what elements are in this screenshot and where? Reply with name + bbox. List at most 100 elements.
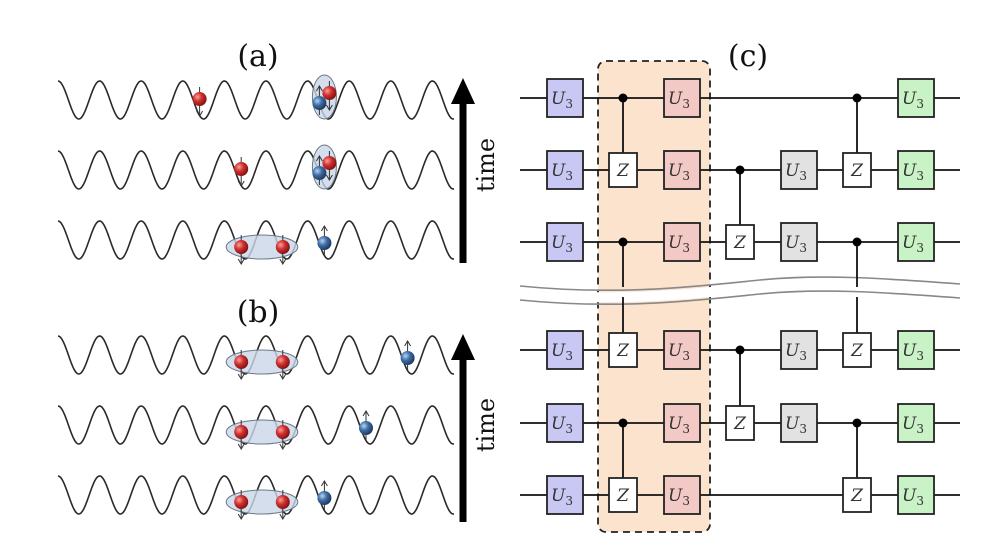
cz-gate-col1: Z — [608, 237, 638, 368]
particle-sphere — [234, 495, 249, 509]
cz-control-dot — [735, 345, 745, 355]
u3-gate-col2-q0: U3 — [663, 78, 701, 118]
u3-gate-subscript: 3 — [916, 422, 924, 436]
u3-gate-col4-q4: U3 — [780, 403, 818, 443]
particle-sphere — [275, 240, 290, 254]
u3-gate-col4-q2: U3 — [780, 222, 818, 262]
z-gate-label: Z — [850, 486, 864, 506]
u3-gate-subscript: 3 — [799, 349, 807, 363]
red-particle-up — [275, 235, 290, 265]
blue-particle-down — [359, 410, 373, 440]
u3-gate-box — [663, 78, 701, 118]
lattice-row-bottom — [57, 220, 455, 265]
red-particle-up — [234, 350, 249, 380]
spin-arrowhead-icon — [325, 104, 333, 111]
particle-sphere — [312, 96, 327, 110]
cz-control-dot — [618, 237, 628, 247]
panel-label-c: (c) — [728, 39, 768, 74]
spin-arrowhead-icon — [237, 443, 245, 450]
cz-gate-col1: Z — [608, 418, 638, 513]
u3-gate-box — [663, 403, 701, 443]
time-label-a: time — [472, 138, 500, 192]
wire-break-line — [519, 276, 961, 292]
lattice-row-middle — [57, 144, 455, 190]
particle-sphere — [275, 355, 290, 369]
z-gate-box — [842, 332, 872, 368]
spin-arrowhead-icon — [279, 258, 287, 265]
u3-gate-col2-q4: U3 — [663, 403, 701, 443]
u3-gate-subscript: 3 — [565, 349, 573, 363]
u3-gate-col6-q5: U3 — [897, 475, 935, 515]
u3-gate-box — [780, 150, 818, 190]
z-gate-label: Z — [616, 486, 630, 506]
spin-arrowhead-icon — [196, 110, 204, 117]
u3-gate-col6-q4: U3 — [897, 403, 935, 443]
u3-gate-subscript: 3 — [565, 169, 573, 183]
time-arrow-b — [451, 334, 475, 522]
u3-gate-subscript: 3 — [565, 97, 573, 111]
quantum-circuit: ZZZZZZZZU3U3U3U3U3U3U3U3U3U3U3U3U3U3U3U3… — [519, 60, 961, 533]
z-gate-label: Z — [733, 414, 747, 434]
u3-gate-box — [897, 403, 935, 443]
time-label-b: time — [472, 398, 500, 452]
z-gate-label: Z — [616, 341, 630, 361]
cz-gate-col3: Z — [725, 345, 755, 441]
red-particle-up — [322, 81, 337, 111]
blue-particle-down — [317, 480, 332, 510]
u3-gate-col4-q1: U3 — [780, 150, 818, 190]
lattice-row-top — [57, 74, 455, 120]
z-gate-label: Z — [616, 161, 630, 181]
u3-gate-box — [546, 330, 584, 370]
u3-gate-subscript: 3 — [565, 494, 573, 508]
u3-gate-col0-q5: U3 — [546, 475, 584, 515]
spin-arrowhead-icon — [279, 443, 287, 450]
particle-sphere — [322, 156, 337, 170]
spin-arrowhead-icon — [315, 85, 323, 92]
wire-break-gap — [520, 279, 960, 303]
optical-lattice-potential — [57, 150, 455, 190]
spin-arrowhead-icon — [315, 155, 323, 162]
red-particle-up — [234, 420, 249, 450]
u3-gate-subscript: 3 — [916, 97, 924, 111]
z-gate-box — [842, 152, 872, 188]
z-gate-box — [608, 152, 638, 188]
cz-control-dot — [852, 93, 862, 103]
spin-arrowhead-icon — [237, 513, 245, 520]
z-gate-box — [842, 477, 872, 513]
u3-gate-box — [897, 150, 935, 190]
u3-gate-box — [780, 330, 818, 370]
spin-arrowhead-icon — [404, 340, 412, 347]
u3-gate-subscript: 3 — [916, 241, 924, 255]
lattice-row-bottom — [57, 475, 455, 520]
particle-sphere — [275, 495, 290, 509]
cz-control-dot — [618, 418, 628, 428]
cz-gate-col5: Z — [842, 93, 872, 188]
red-particle-up — [234, 235, 249, 265]
z-gate-box — [725, 405, 755, 441]
u3-gate-subscript: 3 — [799, 241, 807, 255]
u3-gate-col0-q3: U3 — [546, 330, 584, 370]
z-gate-box — [608, 332, 638, 368]
particle-sphere — [317, 491, 332, 505]
u3-gate-col0-q2: U3 — [546, 222, 584, 262]
cz-gate-col1: Z — [608, 93, 638, 188]
particle-sphere — [192, 92, 207, 106]
u3-gate-box — [546, 150, 584, 190]
spin-arrowhead-icon — [362, 410, 370, 417]
u3-gate-col2-q3: U3 — [663, 330, 701, 370]
u3-gate-box — [897, 78, 935, 118]
spin-arrowhead-icon — [237, 180, 245, 187]
red-particle-up — [322, 151, 337, 181]
blue-particle-down — [317, 225, 332, 255]
u3-gate-subscript: 3 — [682, 97, 690, 111]
cz-gate-col5: Z — [842, 237, 872, 368]
cz-gate-col5: Z — [842, 418, 872, 513]
red-particle-up — [192, 87, 207, 117]
u3-gate-subscript: 3 — [916, 494, 924, 508]
u3-gate-subscript: 3 — [799, 169, 807, 183]
u3-gate-subscript: 3 — [916, 349, 924, 363]
u3-gate-box — [546, 475, 584, 515]
u3-gate-box — [663, 475, 701, 515]
u3-gate-subscript: 3 — [682, 169, 690, 183]
cz-gate-col3: Z — [725, 165, 755, 260]
